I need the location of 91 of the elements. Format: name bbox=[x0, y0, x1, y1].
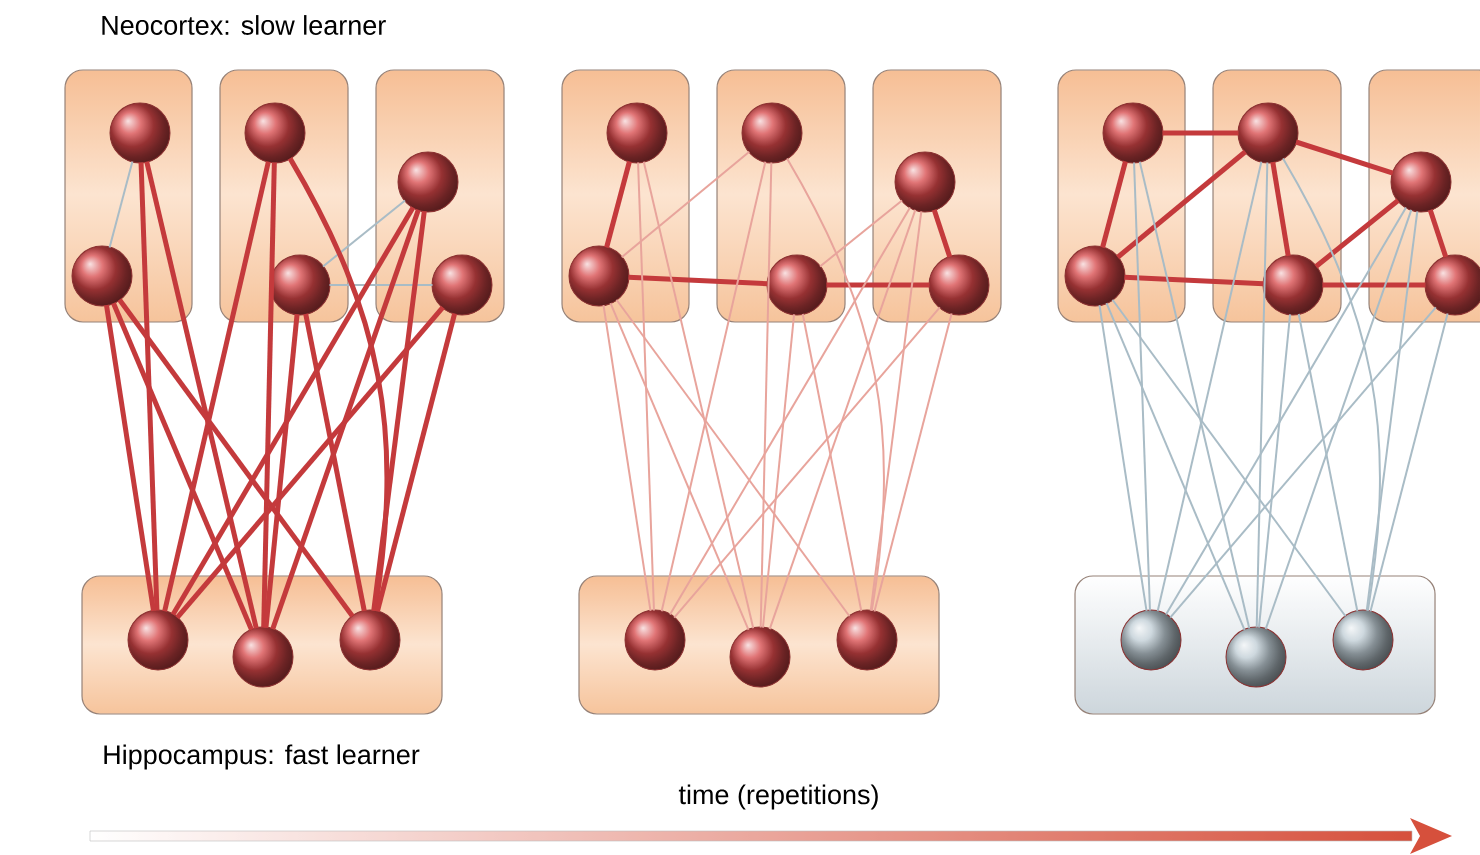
text-label: Neocortex: slow learner bbox=[102, 15, 386, 35]
connection-line bbox=[1098, 304, 1148, 612]
connection-line bbox=[1270, 161, 1291, 257]
connection-line bbox=[1322, 282, 1426, 288]
neuron-ball bbox=[1332, 609, 1394, 671]
connection-line bbox=[170, 206, 416, 616]
neuron-ball bbox=[431, 254, 493, 316]
connection-line bbox=[261, 162, 277, 628]
neuron-ball bbox=[1102, 102, 1164, 164]
neuron-ball bbox=[624, 609, 686, 671]
connection-line bbox=[826, 282, 930, 288]
connection-line bbox=[144, 161, 259, 629]
connection-line bbox=[375, 312, 458, 613]
connection-line bbox=[1133, 161, 1151, 612]
neuron-ball bbox=[109, 102, 171, 164]
connection-line bbox=[1297, 312, 1359, 613]
neuron-ball bbox=[397, 151, 459, 213]
connection-line bbox=[1427, 209, 1449, 258]
neuron-ball bbox=[894, 151, 956, 213]
neuron-ball bbox=[1120, 609, 1182, 671]
connection-line bbox=[111, 302, 254, 631]
connection-line bbox=[1169, 306, 1437, 619]
neuron-ball bbox=[741, 102, 803, 164]
connection-line bbox=[1124, 274, 1264, 287]
neuron-ball bbox=[1237, 102, 1299, 164]
neuron-ball bbox=[71, 245, 133, 307]
connection-line bbox=[1162, 130, 1239, 136]
connection-line bbox=[759, 161, 773, 629]
connection-line bbox=[604, 160, 632, 249]
connection-line bbox=[669, 206, 912, 616]
region-box bbox=[1368, 69, 1480, 323]
connection-line bbox=[270, 209, 421, 630]
connection-line bbox=[761, 313, 796, 629]
connection-line bbox=[1257, 313, 1292, 629]
connection-line bbox=[609, 302, 750, 631]
neuron-ball bbox=[928, 254, 990, 316]
connection-line bbox=[104, 304, 156, 612]
neuron-ball bbox=[232, 626, 294, 688]
neuron-ball bbox=[836, 609, 898, 671]
connection-line bbox=[637, 161, 655, 612]
neuron-ball bbox=[339, 609, 401, 671]
connection-line bbox=[1100, 160, 1128, 249]
neuron-ball bbox=[1390, 151, 1452, 213]
connection-line bbox=[615, 298, 851, 618]
connection-line bbox=[175, 305, 445, 620]
connection-line bbox=[328, 284, 434, 286]
connection-line bbox=[117, 298, 355, 618]
connection-line bbox=[660, 160, 767, 613]
connection-line bbox=[819, 199, 904, 268]
connection-line bbox=[602, 304, 652, 612]
neuron-ball bbox=[127, 609, 189, 671]
connection-line bbox=[786, 157, 885, 612]
connection-line bbox=[1165, 206, 1408, 616]
connection-line bbox=[1111, 298, 1347, 618]
text-label: time (repetitions) bbox=[678, 784, 878, 810]
connection-line bbox=[1138, 160, 1251, 630]
connection-line bbox=[371, 210, 427, 612]
connection-line bbox=[628, 274, 768, 287]
neuron-ball bbox=[606, 102, 668, 164]
connection-line bbox=[869, 210, 923, 612]
connection-line bbox=[1255, 161, 1269, 629]
connection-line bbox=[642, 160, 755, 630]
neuron-ball bbox=[729, 626, 791, 688]
connection-line bbox=[263, 314, 300, 628]
neuron-ball bbox=[1262, 254, 1324, 316]
connection-line bbox=[1116, 149, 1247, 260]
neuron-ball bbox=[766, 254, 828, 316]
neuron-ball bbox=[568, 245, 630, 307]
connection-line bbox=[873, 312, 953, 613]
connection-line bbox=[1365, 210, 1419, 612]
connection-line bbox=[1264, 208, 1413, 631]
connection-line bbox=[162, 161, 271, 612]
connection-line bbox=[768, 208, 917, 631]
connection-line bbox=[1156, 160, 1263, 613]
connection-line bbox=[1314, 198, 1400, 269]
connection-line bbox=[1295, 139, 1394, 176]
connection-line bbox=[303, 313, 367, 612]
connection-line bbox=[673, 306, 941, 619]
connection-line bbox=[108, 160, 134, 249]
connection-line bbox=[322, 199, 407, 268]
connection-line bbox=[801, 312, 863, 613]
neuron-ball bbox=[244, 102, 306, 164]
connection-line bbox=[1369, 312, 1449, 613]
connection-line bbox=[138, 162, 160, 611]
connection-line bbox=[1282, 157, 1381, 612]
neuron-ball bbox=[1064, 245, 1126, 307]
connection-line bbox=[1105, 302, 1246, 631]
text-label: Hippocampus: fast learner bbox=[104, 744, 420, 770]
connection-line bbox=[620, 150, 751, 259]
neuron-ball bbox=[1225, 626, 1287, 688]
connection-line bbox=[931, 209, 953, 258]
